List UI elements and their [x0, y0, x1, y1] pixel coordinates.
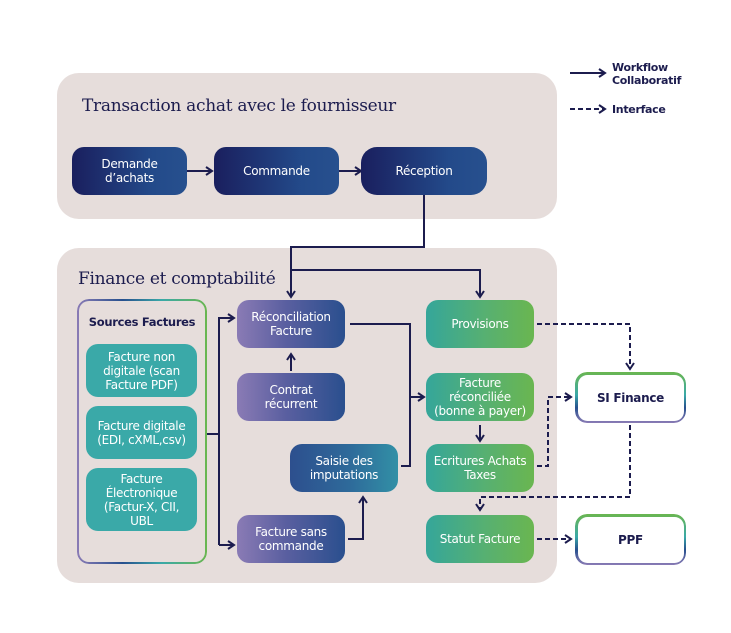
legend-interface-label: Interface — [612, 103, 666, 116]
source-facture-non-digitale[interactable]: Facture non digitale (scan Facture PDF) — [86, 344, 197, 397]
edge-reception-down — [286, 195, 425, 299]
edge-provisions-sifinance — [537, 323, 635, 371]
external-ppf[interactable]: PPF — [575, 514, 686, 565]
edge-reconciliation-out — [350, 323, 411, 467]
edge-sources-to-reconciliation — [218, 313, 236, 545]
step-commande[interactable]: Commande — [214, 147, 339, 195]
node-facture-reconciliee[interactable]: Facture réconciliée (bonne à payer) — [426, 373, 534, 421]
edge-sifinance-statut — [475, 425, 631, 512]
finance-panel-title: Finance et comptabilité — [78, 269, 276, 289]
step-demande-achats[interactable]: Demande d’achats — [72, 147, 187, 195]
edge-sanscommande-saisie — [348, 495, 368, 540]
step-reception[interactable]: Réception — [361, 147, 487, 195]
source-facture-digitale[interactable]: Facture digitale (EDI, cXML,csv) — [86, 406, 197, 459]
edge-ecritures-sifinance — [537, 392, 573, 467]
node-reconciliation-facture[interactable]: Réconciliation Facture — [237, 300, 345, 348]
node-facture-sans-commande[interactable]: Facture sans commande — [237, 515, 345, 563]
sources-factures-title: Sources Factures — [88, 315, 196, 329]
external-si-finance[interactable]: SI Finance — [575, 372, 686, 423]
legend-workflow-label: Workflow Collaboratif — [612, 61, 681, 87]
sources-factures-box: Sources Factures — [77, 299, 207, 564]
node-provisions[interactable]: Provisions — [426, 300, 534, 348]
source-facture-electronique[interactable]: Facture Électronique (Factur-X, CII, UBL — [86, 468, 197, 531]
node-contrat-recurrent[interactable]: Contrat récurrent — [237, 373, 345, 421]
legend-workflow-line2: Collaboratif — [612, 74, 682, 87]
node-ecritures-achats-taxes[interactable]: Ecritures Achats Taxes — [426, 444, 534, 492]
legend-workflow-line1: Workflow — [612, 61, 668, 74]
node-statut-facture[interactable]: Statut Facture — [426, 515, 534, 563]
node-saisie-imputations[interactable]: Saisie des imputations — [290, 444, 398, 492]
transaction-panel-title: Transaction achat avec le fournisseur — [82, 96, 396, 116]
edge-split-provisions — [291, 269, 485, 299]
